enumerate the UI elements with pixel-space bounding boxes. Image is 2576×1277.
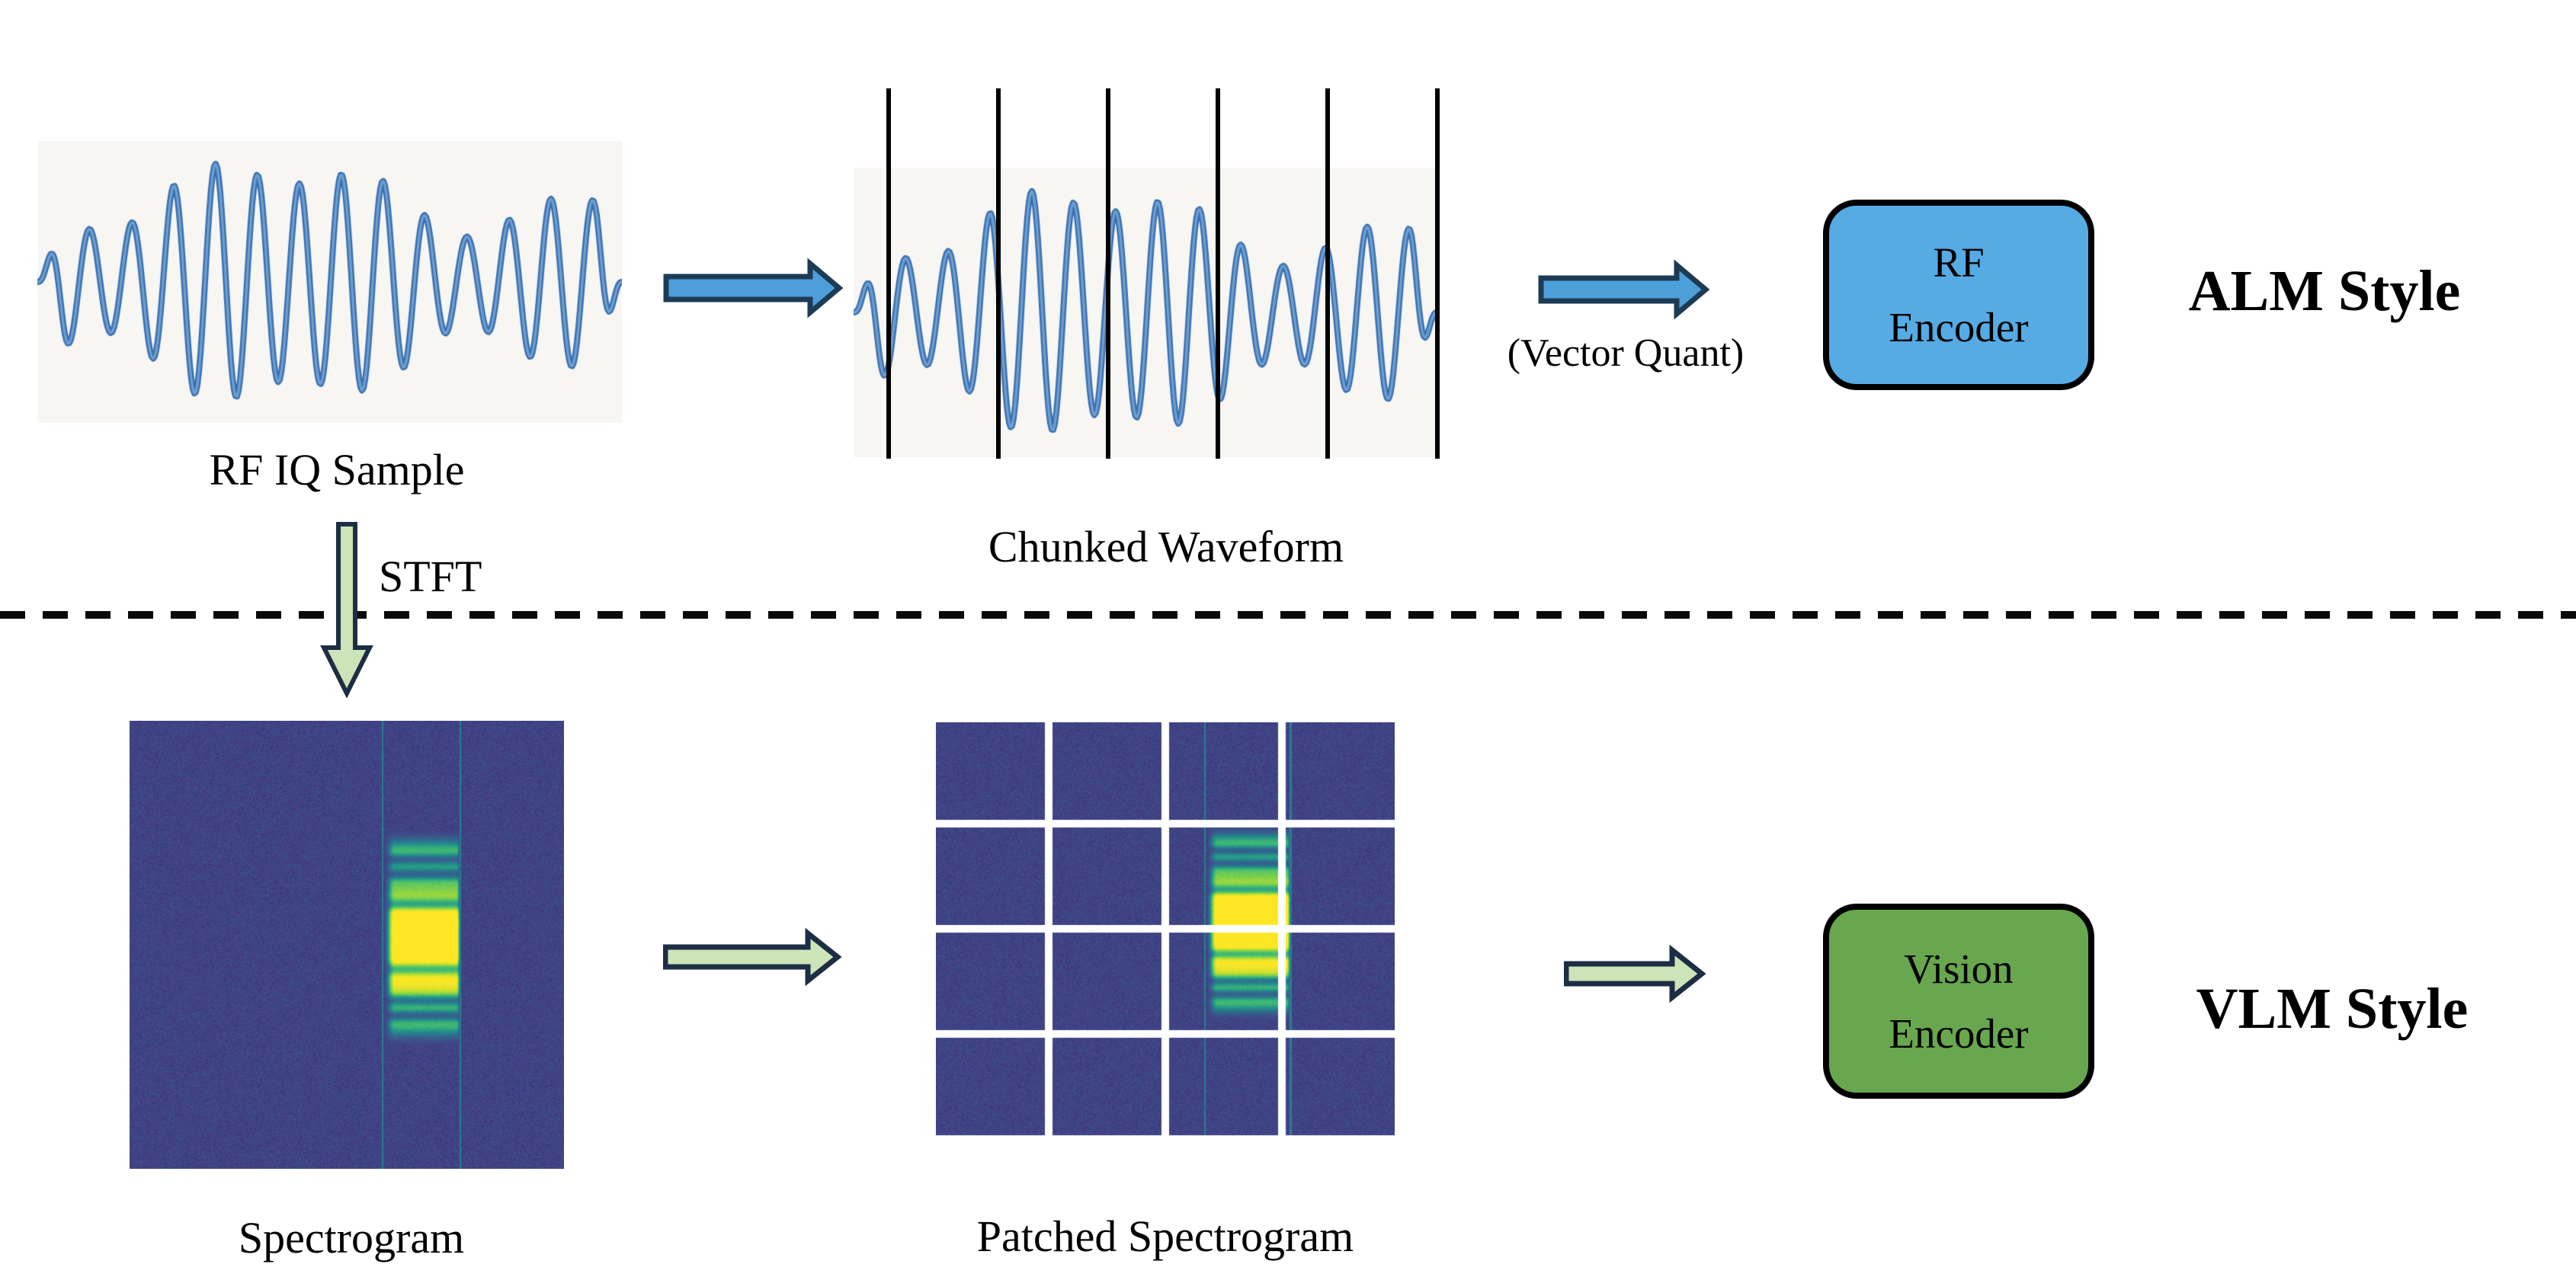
chunk-divider-line xyxy=(1216,88,1220,459)
rf-encoder-line2: Encoder xyxy=(1889,304,2029,350)
vlm-style-label: VLM Style xyxy=(2196,977,2469,1041)
rf-iq-sample-label: RF IQ Sample xyxy=(209,445,465,494)
green-arrow-shape xyxy=(1564,944,1706,1003)
arrow-right-icon xyxy=(663,927,841,987)
chunk-divider-line xyxy=(996,88,1001,459)
vision-encoder-box: Vision Encoder xyxy=(1823,904,2094,1099)
chunk-divider-line xyxy=(1435,88,1440,459)
rf-iq-waveform-image xyxy=(37,141,622,423)
patched-spectrogram-label: Patched Spectrogram xyxy=(976,1211,1354,1261)
chunk-divider-line xyxy=(886,88,891,459)
alm-style-label: ALM Style xyxy=(2188,259,2461,323)
arrow-right-icon xyxy=(1564,944,1706,1003)
stft-label: STFT xyxy=(379,552,482,601)
rf-encoder-box: RF Encoder xyxy=(1823,200,2094,390)
blue-arrow-shape xyxy=(663,258,843,318)
vision-encoder-line2: Encoder xyxy=(1889,1010,2029,1057)
chunked-waveform-label: Chunked Waveform xyxy=(988,522,1344,571)
chunked-waveform-image xyxy=(854,168,1437,457)
green-arrow-shape xyxy=(663,927,841,987)
green-arrow-shape xyxy=(320,522,373,698)
blue-arrow-shape xyxy=(1538,259,1709,320)
chunk-divider-line xyxy=(1106,88,1110,459)
spectrogram-label: Spectrogram xyxy=(238,1213,465,1263)
rf-encoder-line1: RF xyxy=(1933,238,1985,286)
vector-quant-label: (Vector Quant) xyxy=(1507,331,1745,375)
arrow-down-icon xyxy=(320,522,373,698)
chunk-divider-line xyxy=(1325,88,1330,459)
vision-encoder-line1: Vision xyxy=(1904,945,2014,992)
spectrogram-image xyxy=(130,721,564,1169)
arrow-right-icon xyxy=(1538,259,1709,320)
dashed-divider-line xyxy=(0,611,2576,619)
arrow-right-icon xyxy=(663,258,843,318)
patched-spectrogram-image xyxy=(936,722,1395,1137)
